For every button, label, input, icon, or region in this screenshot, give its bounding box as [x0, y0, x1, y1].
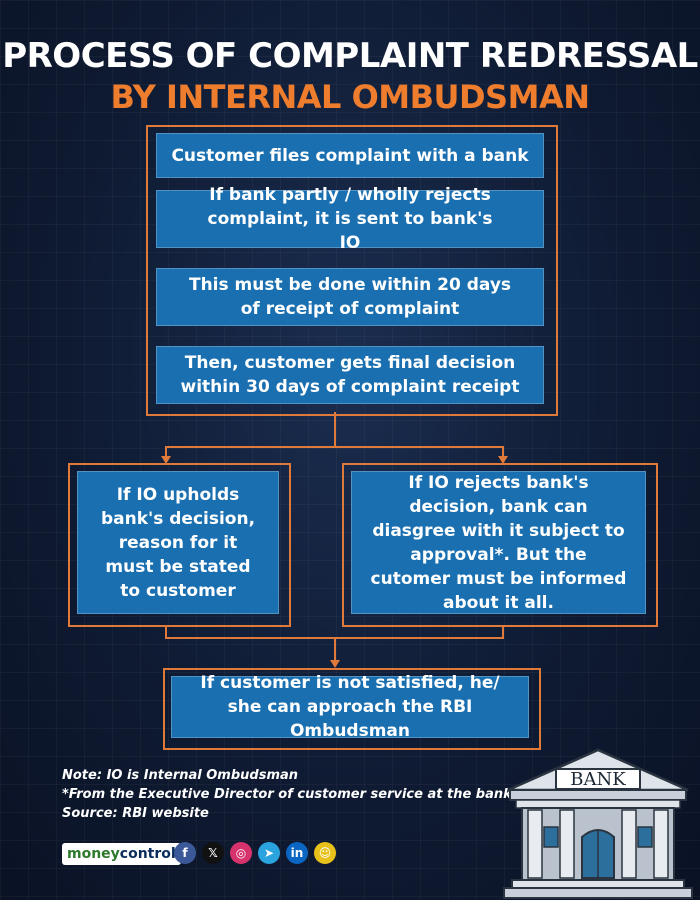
connector-right-drop — [502, 446, 504, 458]
connector-top-horizontal — [165, 446, 504, 448]
note-executive-director: *From the Executive Director of customer… — [62, 787, 512, 802]
linkedin-icon[interactable]: in — [286, 842, 308, 864]
right-branch-box: If IO rejects bank's decision, bank can … — [351, 471, 646, 614]
connector-bottom-right — [502, 625, 504, 639]
bank-sign: BANK — [570, 769, 626, 790]
final-box: If customer is not satisfied, he/ she ca… — [171, 673, 529, 741]
connector-bottom-vertical — [334, 637, 336, 662]
step-1-box: Customer files complaint with a bank — [156, 133, 544, 178]
footnotes: Note: IO is Internal Ombudsman *From the… — [62, 766, 512, 823]
step-1-text: Customer files complaint with a bank — [171, 145, 529, 166]
connector-bottom-left — [165, 625, 167, 639]
left-branch-text: If IO upholds bank's decision, reason fo… — [100, 484, 256, 601]
arrow-left-branch — [161, 456, 171, 464]
step-4-text: Then, customer gets final decision withi… — [180, 353, 520, 397]
snapchat-icon[interactable]: ☺ — [314, 842, 336, 864]
x-icon[interactable]: 𝕏 — [202, 842, 224, 864]
note-source: Source: RBI website — [62, 806, 209, 821]
right-branch-text: If IO rejects bank's decision, bank can … — [370, 472, 627, 613]
step-2-text: If bank partly / wholly rejects complain… — [207, 185, 493, 253]
facebook-icon[interactable]: f — [174, 842, 196, 864]
title-line-2: BY INTERNAL OMBUDSMAN — [110, 78, 590, 116]
bank-building-icon: BANK — [503, 748, 693, 899]
right-branch-frame — [342, 463, 658, 627]
step-3-box: This must be done within 20 days of rece… — [156, 268, 544, 326]
step-2-box: If bank partly / wholly rejects complain… — [156, 185, 544, 253]
process-frame — [146, 125, 558, 416]
title-line-1: PROCESS OF COMPLAINT REDRESSAL — [2, 36, 698, 76]
left-branch-box: If IO upholds bank's decision, reason fo… — [77, 471, 279, 614]
connector-top-vertical — [334, 412, 336, 448]
arrow-right-branch — [498, 456, 508, 464]
telegram-icon[interactable]: ➤ — [258, 842, 280, 864]
left-branch-frame — [68, 463, 291, 627]
connector-left-drop — [165, 446, 167, 458]
step-3-text: This must be done within 20 days of rece… — [188, 275, 512, 319]
instagram-icon[interactable]: ◎ — [230, 842, 252, 864]
final-text: If customer is not satisfied, he/ she ca… — [200, 673, 500, 741]
note-io: Note: IO is Internal Ombudsman — [62, 768, 299, 783]
final-frame — [163, 668, 541, 750]
arrow-final — [330, 660, 340, 668]
step-4-box: Then, customer gets final decision withi… — [156, 346, 544, 404]
